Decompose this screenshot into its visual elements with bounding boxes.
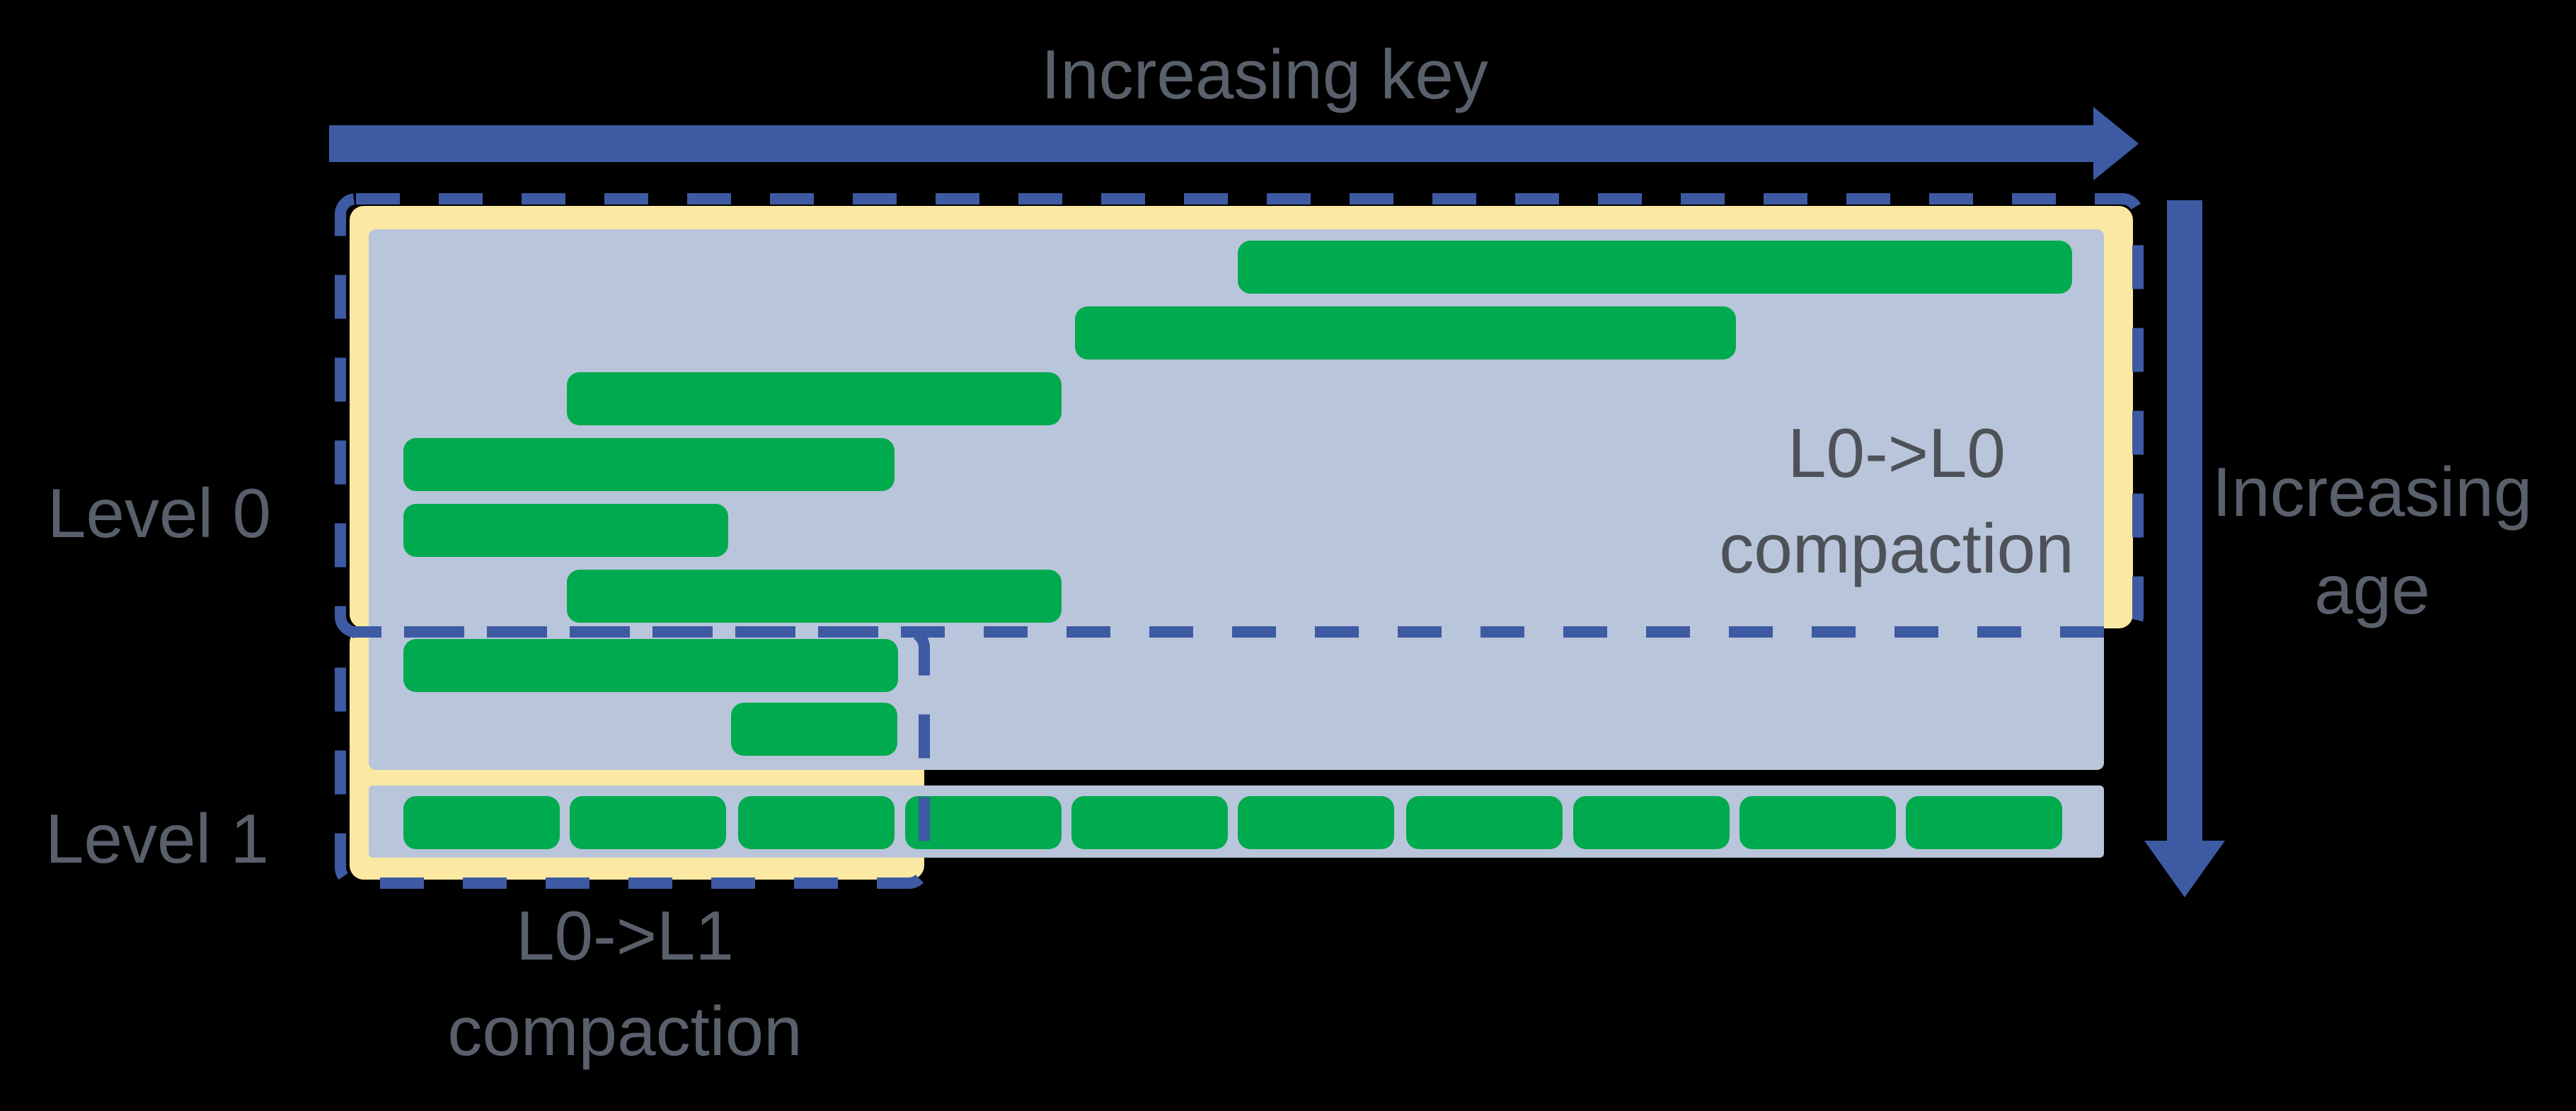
l0-l1-compaction-label-line2: compaction — [447, 992, 802, 1070]
sstable-bar — [1238, 241, 2072, 294]
key-axis-arrow-head — [2093, 107, 2139, 180]
sstable-bar — [1238, 796, 1394, 849]
sstable-bar — [403, 639, 898, 692]
sstable-bar — [738, 796, 895, 849]
sstable-bar — [905, 796, 1062, 849]
l0-l0-compaction-label-line2: compaction — [1719, 510, 2074, 587]
sstable-bar — [1573, 796, 1730, 849]
l0-l0-compaction-label-line1: L0->L0 — [1788, 414, 2006, 492]
level0-label: Level 0 — [47, 474, 271, 552]
age-axis-label-line2: age — [2314, 551, 2430, 628]
age-axis-arrow-shaft — [2167, 200, 2202, 842]
l0-l0-compaction-border — [335, 193, 2144, 638]
sstable-bar — [567, 570, 1062, 623]
level1-label: Level 1 — [45, 800, 269, 877]
sstable-bar — [403, 504, 728, 557]
level0-sstables — [403, 241, 2072, 756]
sstable-bar — [570, 796, 726, 849]
sstable-bar — [731, 703, 897, 756]
key-axis-arrow — [329, 107, 2139, 180]
age-axis-arrow — [2144, 200, 2225, 897]
sstable-bar — [1906, 796, 2062, 849]
key-axis-arrow-shaft — [329, 125, 2094, 162]
sstable-bar — [567, 372, 1062, 425]
sstable-bar — [1071, 796, 1228, 849]
age-axis-arrow-head — [2144, 841, 2225, 897]
sstable-bar — [1406, 796, 1563, 849]
age-axis-label-line1: Increasing — [2212, 453, 2532, 531]
l0-l1-compaction-border — [335, 626, 930, 889]
sstable-bar — [403, 796, 560, 849]
sstable-bar — [1075, 306, 1736, 359]
sstable-bar — [1740, 796, 1896, 849]
key-axis-label: Increasing key — [1041, 35, 1488, 113]
l0-l1-compaction-label-line1: L0->L1 — [516, 897, 734, 974]
level1-sstables — [403, 796, 2062, 849]
sstable-bar — [403, 438, 895, 491]
